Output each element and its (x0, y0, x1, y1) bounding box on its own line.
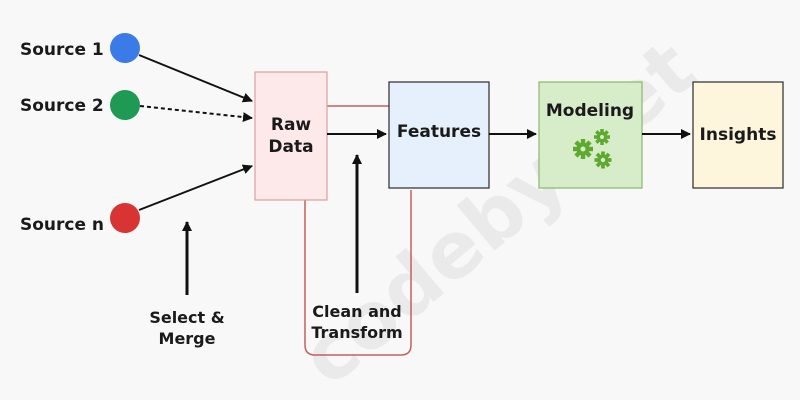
clean-transform-loop (304, 190, 412, 356)
select-merge-label-line1: Select & (149, 308, 224, 327)
source-n-label: Source n (20, 215, 104, 235)
raw-data-box (254, 71, 328, 201)
source-2-node (110, 90, 140, 120)
insights-box (692, 81, 784, 189)
source-2-arrow (139, 105, 253, 123)
modeling-label: Modeling (546, 101, 634, 121)
modeling-box (538, 81, 643, 189)
gears-icon (573, 129, 612, 169)
source-n-arrow (138, 164, 253, 211)
features-box (388, 81, 490, 189)
source-n-node (110, 203, 140, 233)
source-1-label: Source 1 (20, 40, 104, 60)
raw-data-label-line1: Raw (271, 115, 312, 135)
clean-transform-label-line2: Transform (311, 323, 402, 342)
features-label: Features (397, 122, 481, 142)
source-2-label: Source 2 (20, 96, 104, 116)
watermark: codeby.net (284, 24, 712, 400)
insights-label: Insights (700, 125, 777, 145)
select-merge-label-line2: Merge (159, 329, 216, 348)
raw-data-label-line2: Data (268, 137, 313, 157)
source-1-arrow (138, 54, 253, 103)
clean-transform-label-line1: Clean and (312, 302, 401, 321)
source-1-node (110, 33, 140, 63)
